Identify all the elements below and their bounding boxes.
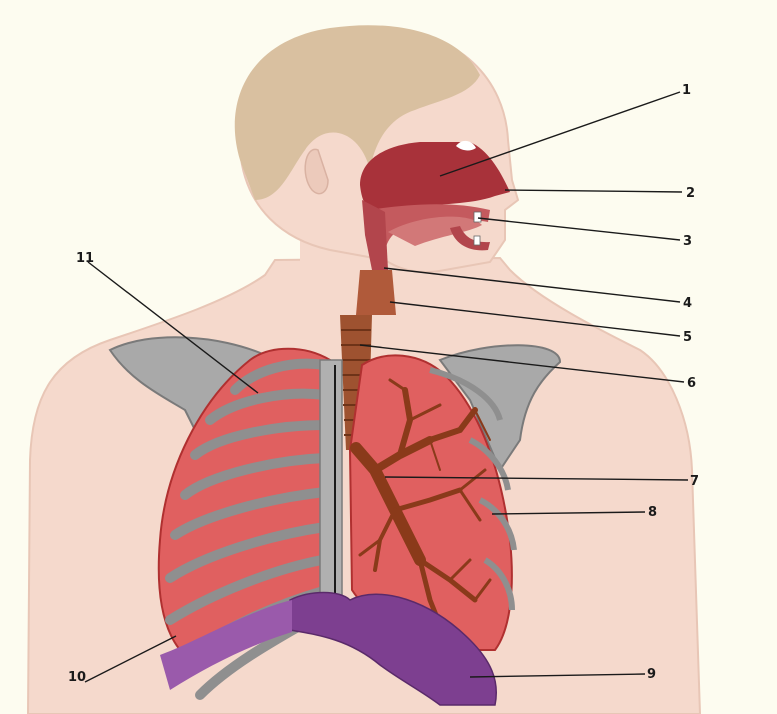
sternum (320, 360, 342, 620)
label-9: 9 (647, 667, 656, 682)
label-3: 3 (683, 234, 692, 249)
leader-line-2 (505, 190, 682, 192)
larynx (356, 270, 396, 315)
label-7: 7 (690, 474, 699, 489)
label-5: 5 (683, 330, 692, 345)
upper-tooth (474, 212, 481, 222)
label-8: 8 (648, 505, 657, 520)
label-1: 1 (682, 83, 691, 98)
label-4: 4 (683, 296, 692, 311)
label-6: 6 (687, 376, 696, 391)
label-2: 2 (686, 186, 695, 201)
leader-line-3 (478, 218, 680, 240)
label-11: 11 (76, 251, 94, 266)
lower-tooth (474, 236, 480, 245)
label-10: 10 (68, 670, 86, 685)
